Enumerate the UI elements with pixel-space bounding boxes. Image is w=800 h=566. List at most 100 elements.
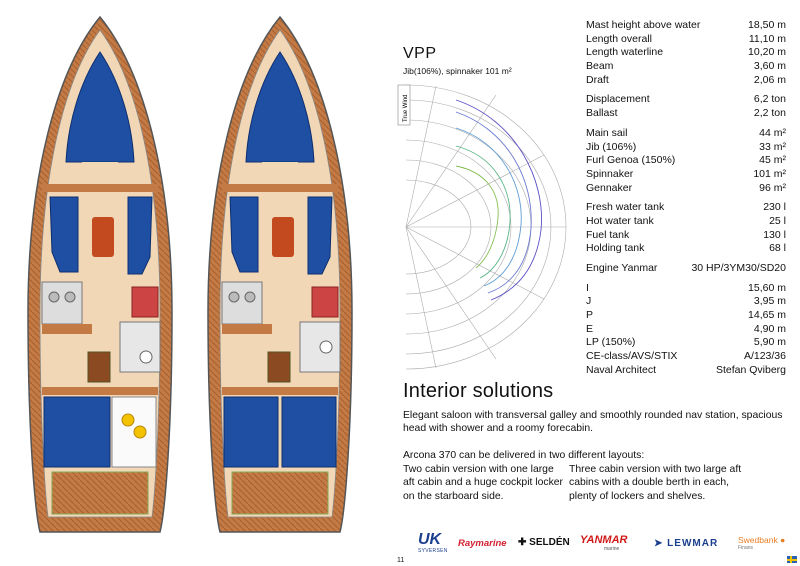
- spec-label: LP (150%): [586, 336, 636, 349]
- spec-label: Fresh water tank: [586, 201, 665, 214]
- polar-curves: [455, 99, 542, 301]
- spec-row: Main sail 44 m²: [586, 127, 786, 141]
- spec-row: Draft 2,06 m: [586, 74, 786, 88]
- two-cabin-layout-plan: [27, 15, 173, 533]
- spec-row: Furl Genoa (150%) 45 m²: [586, 154, 786, 168]
- spec-label: Displacement: [586, 93, 650, 106]
- spec-row: Length overall 11,10 m: [586, 33, 786, 47]
- spec-value: 3,95 m: [753, 295, 786, 308]
- spec-label: Holding tank: [586, 242, 645, 255]
- spec-value: 68 l: [769, 242, 786, 255]
- selden-icon: ✚: [518, 537, 530, 548]
- spec-value: 130 l: [763, 228, 786, 241]
- spec-value: 33 m²: [759, 140, 786, 153]
- spec-label: Beam: [586, 60, 614, 73]
- spec-value: 18,50 m: [748, 19, 786, 31]
- spec-value: 11,10 m: [748, 32, 786, 45]
- lewmar-logo: ➤ LEWMAR: [654, 538, 719, 549]
- spec-row: Ballast 2,2 ton: [586, 107, 786, 121]
- polar-grid: [405, 84, 567, 370]
- saloon-table: [92, 217, 114, 257]
- saloon-settee-port: [49, 196, 79, 273]
- spec-label: E: [586, 322, 594, 335]
- spec-value: 45 m²: [759, 154, 786, 167]
- spec-label: CE-class/AVS/STIX: [586, 350, 678, 363]
- spec-label: P: [586, 309, 594, 322]
- spec-row: Fuel tank 130 l: [586, 229, 786, 243]
- spec-label: Furl Genoa (150%): [586, 154, 676, 167]
- saloon-settee-starboard: [307, 196, 333, 275]
- vpp-title: VPP: [403, 45, 437, 62]
- uk-syversen-logo: UK SYVERSEN: [418, 531, 448, 555]
- spec-label: Gennaker: [586, 181, 633, 194]
- interior-description: Elegant saloon with transversal galley a…: [403, 410, 783, 435]
- spec-value: 10,20 m: [748, 46, 786, 59]
- spec-value: 15,60 m: [748, 281, 786, 294]
- yanmar-logo: YANMAR marine: [580, 534, 628, 552]
- spec-label: Spinnaker: [586, 167, 634, 180]
- spec-value: 4,90 m: [753, 322, 786, 335]
- vpp-subtitle: Jib(106%), spinnaker 101 m²: [403, 66, 512, 76]
- spec-row: Fresh water tank 230 l: [586, 201, 786, 215]
- spec-label: Jib (106%): [586, 140, 637, 153]
- spec-label: Draft: [586, 73, 609, 86]
- vpp-polar-diagram: True Wind: [397, 84, 567, 370]
- spec-row: Jib (106%) 33 m²: [586, 141, 786, 155]
- spec-label: J: [586, 295, 592, 308]
- interior-title: Interior solutions: [403, 380, 554, 402]
- spec-value: 14,65 m: [748, 309, 786, 322]
- spec-row: Engine Yanmar 30 HP/3YM30/SD20: [586, 262, 786, 276]
- spec-label: Ballast: [586, 107, 618, 120]
- spec-row: E 4,90 m: [586, 323, 786, 337]
- sponsor-logos: UK SYVERSEN Raymarine ✚ SELDÉN YANMAR ma…: [400, 528, 796, 564]
- page-number: 11: [397, 557, 405, 564]
- spec-value: 230 l: [763, 201, 786, 214]
- spec-label: Fuel tank: [586, 228, 630, 241]
- swedbank-oak-icon: ●: [780, 535, 786, 545]
- swedish-flag-icon: [787, 556, 797, 563]
- spec-label: Main sail: [586, 126, 628, 139]
- spec-row: LP (150%)5,90 m: [586, 336, 786, 350]
- spec-value: 30 HP/3YM30/SD20: [691, 262, 786, 274]
- vpp-axis-label: True Wind: [403, 95, 409, 122]
- spec-value: 25 l: [769, 214, 786, 227]
- three-cabin-layout-plan: [207, 15, 353, 533]
- spec-row: P 14,65 m: [586, 309, 786, 323]
- interior-plans: [0, 0, 385, 566]
- selden-logo: ✚ SELDÉN: [518, 537, 570, 548]
- spec-label: Naval Architect: [586, 363, 657, 376]
- spec-label: I: [586, 281, 589, 294]
- lewmar-arrow-icon: ➤: [654, 538, 668, 549]
- saloon-settee-starboard: [127, 196, 153, 275]
- aft-cabin-berth-port: [223, 396, 279, 468]
- nav-station: [131, 286, 159, 318]
- spec-label: Length waterline: [586, 46, 664, 59]
- spec-value: 44 m²: [759, 126, 786, 139]
- spec-value: 2,06 m: [753, 73, 786, 86]
- spec-row: Spinnaker 101 m²: [586, 168, 786, 182]
- spec-value: 6,2 ton: [753, 93, 786, 106]
- swedbank-logo: Swedbank ● Finans: [738, 535, 786, 551]
- spec-value: 96 m²: [759, 181, 786, 194]
- saloon-settee-port: [229, 196, 259, 273]
- raymarine-logo: Raymarine: [458, 538, 507, 549]
- spec-label: Hot water tank: [586, 214, 654, 227]
- three-cabin-description: Three cabin version with two large aft c…: [569, 464, 742, 502]
- aft-cabin-berth-starboard: [281, 396, 337, 468]
- layouts-intro: Arcona 370 can be delivered in two diffe…: [403, 450, 645, 461]
- spec-row: Gennaker 96 m²: [586, 182, 786, 196]
- aft-cabin-berth: [43, 396, 111, 468]
- spec-label: Engine Yanmar: [586, 262, 658, 274]
- galley: [221, 281, 263, 325]
- spec-value: 101 m²: [753, 167, 786, 180]
- two-cabin-description: Two cabin version with one large aft cab…: [403, 464, 563, 502]
- spec-value: A/123/36: [743, 350, 786, 363]
- nav-station: [311, 286, 339, 318]
- spec-row: Hot water tank 25 l: [586, 215, 786, 229]
- spec-value: 2,2 ton: [753, 107, 786, 120]
- spec-label: Length overall: [586, 32, 652, 45]
